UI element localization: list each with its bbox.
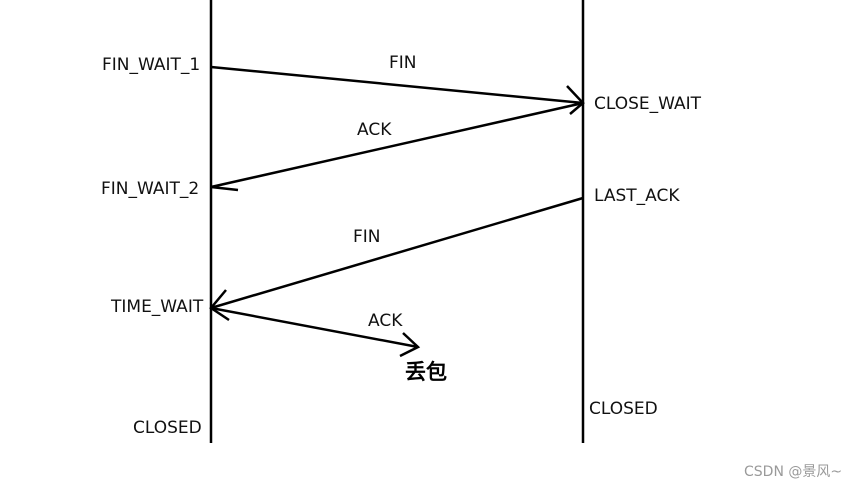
- state-time-wait: TIME_WAIT: [111, 297, 204, 317]
- message-ack-1: ACK: [357, 120, 392, 140]
- fin-1-arrow-line: [210, 65, 584, 105]
- message-fin-2: FIN: [353, 227, 381, 247]
- fin-2-arrow-line: [210, 196, 584, 310]
- ack-2-arrow-line: [210, 306, 419, 349]
- state-last-ack: LAST_ACK: [594, 186, 680, 206]
- state-server-closed: CLOSED: [589, 399, 658, 419]
- state-close-wait: CLOSE_WAIT: [594, 94, 702, 114]
- message-fin-1: FIN: [389, 53, 417, 73]
- state-client-closed: CLOSED: [133, 418, 202, 438]
- ack-2-arrowhead: [399, 332, 421, 358]
- ack-1-arrow-line: [210, 101, 584, 189]
- ack-1-arrowhead: [210, 185, 239, 192]
- packet-lost-label: 丢包: [405, 360, 447, 384]
- state-fin-wait-1: FIN_WAIT_1: [102, 55, 201, 75]
- watermark: CSDN @景风~: [744, 464, 843, 480]
- message-ack-2: ACK: [368, 311, 403, 331]
- state-fin-wait-2: FIN_WAIT_2: [101, 179, 200, 199]
- fin-1-arrowhead: [566, 85, 585, 115]
